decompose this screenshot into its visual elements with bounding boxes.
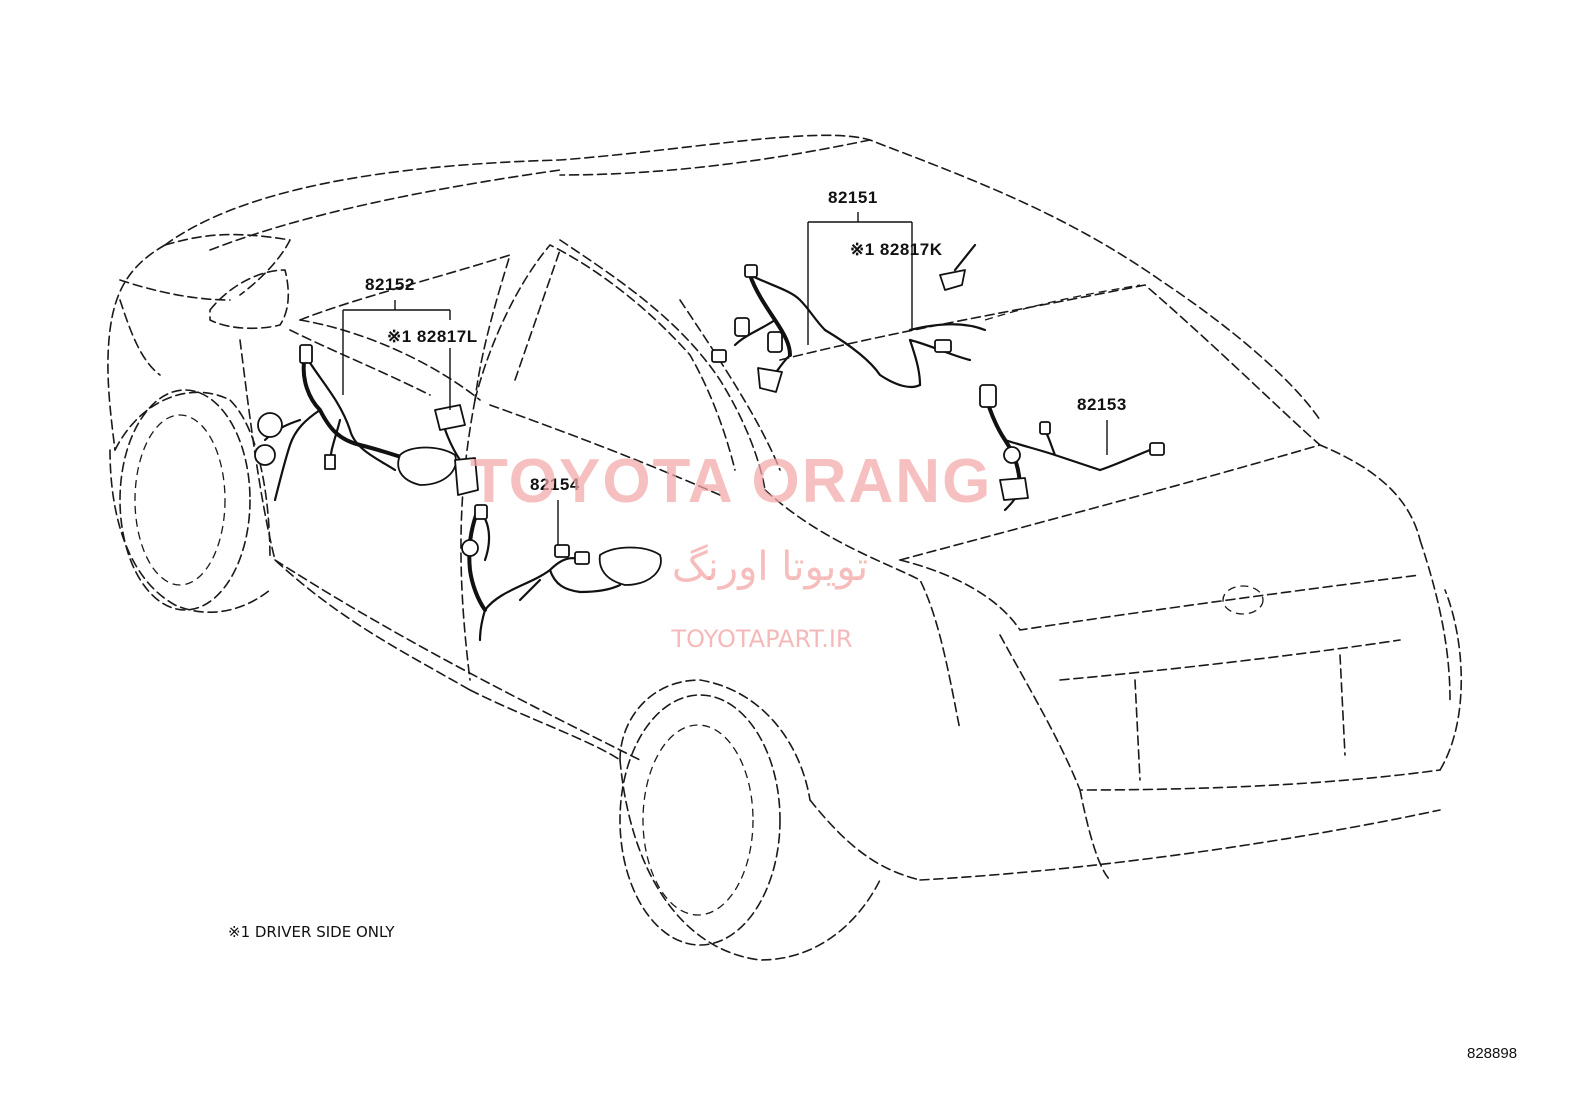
callout-82154[interactable]: 82154 xyxy=(530,475,580,494)
car-body-outline xyxy=(107,134,1463,961)
diagram-ref-number: 828898 xyxy=(1467,1045,1517,1062)
harness-82151[interactable] xyxy=(711,243,987,393)
watermark-brand: TOYOTA ORANG xyxy=(470,447,992,516)
harness-82154[interactable] xyxy=(461,504,662,642)
callout-82817l[interactable]: ※1 82817L xyxy=(387,327,478,346)
harness-82152[interactable] xyxy=(254,344,479,502)
harness-82153[interactable] xyxy=(979,384,1165,512)
callout-82152[interactable]: 82152 xyxy=(365,275,415,294)
callout-82153[interactable]: 82153 xyxy=(1077,395,1127,414)
watermark: TOYOTA ORANG تویوتا اورنگ TOYOTAPART.IR xyxy=(470,447,992,653)
driver-side-note: ※1 DRIVER SIDE ONLY xyxy=(228,923,395,941)
watermark-persian: تویوتا اورنگ xyxy=(672,544,868,590)
callout-82817k[interactable]: ※1 82817K xyxy=(850,240,943,259)
callout-82151[interactable]: 82151 xyxy=(828,188,878,207)
watermark-url: TOYOTAPART.IR xyxy=(670,625,852,653)
leader-lines xyxy=(342,212,1108,545)
